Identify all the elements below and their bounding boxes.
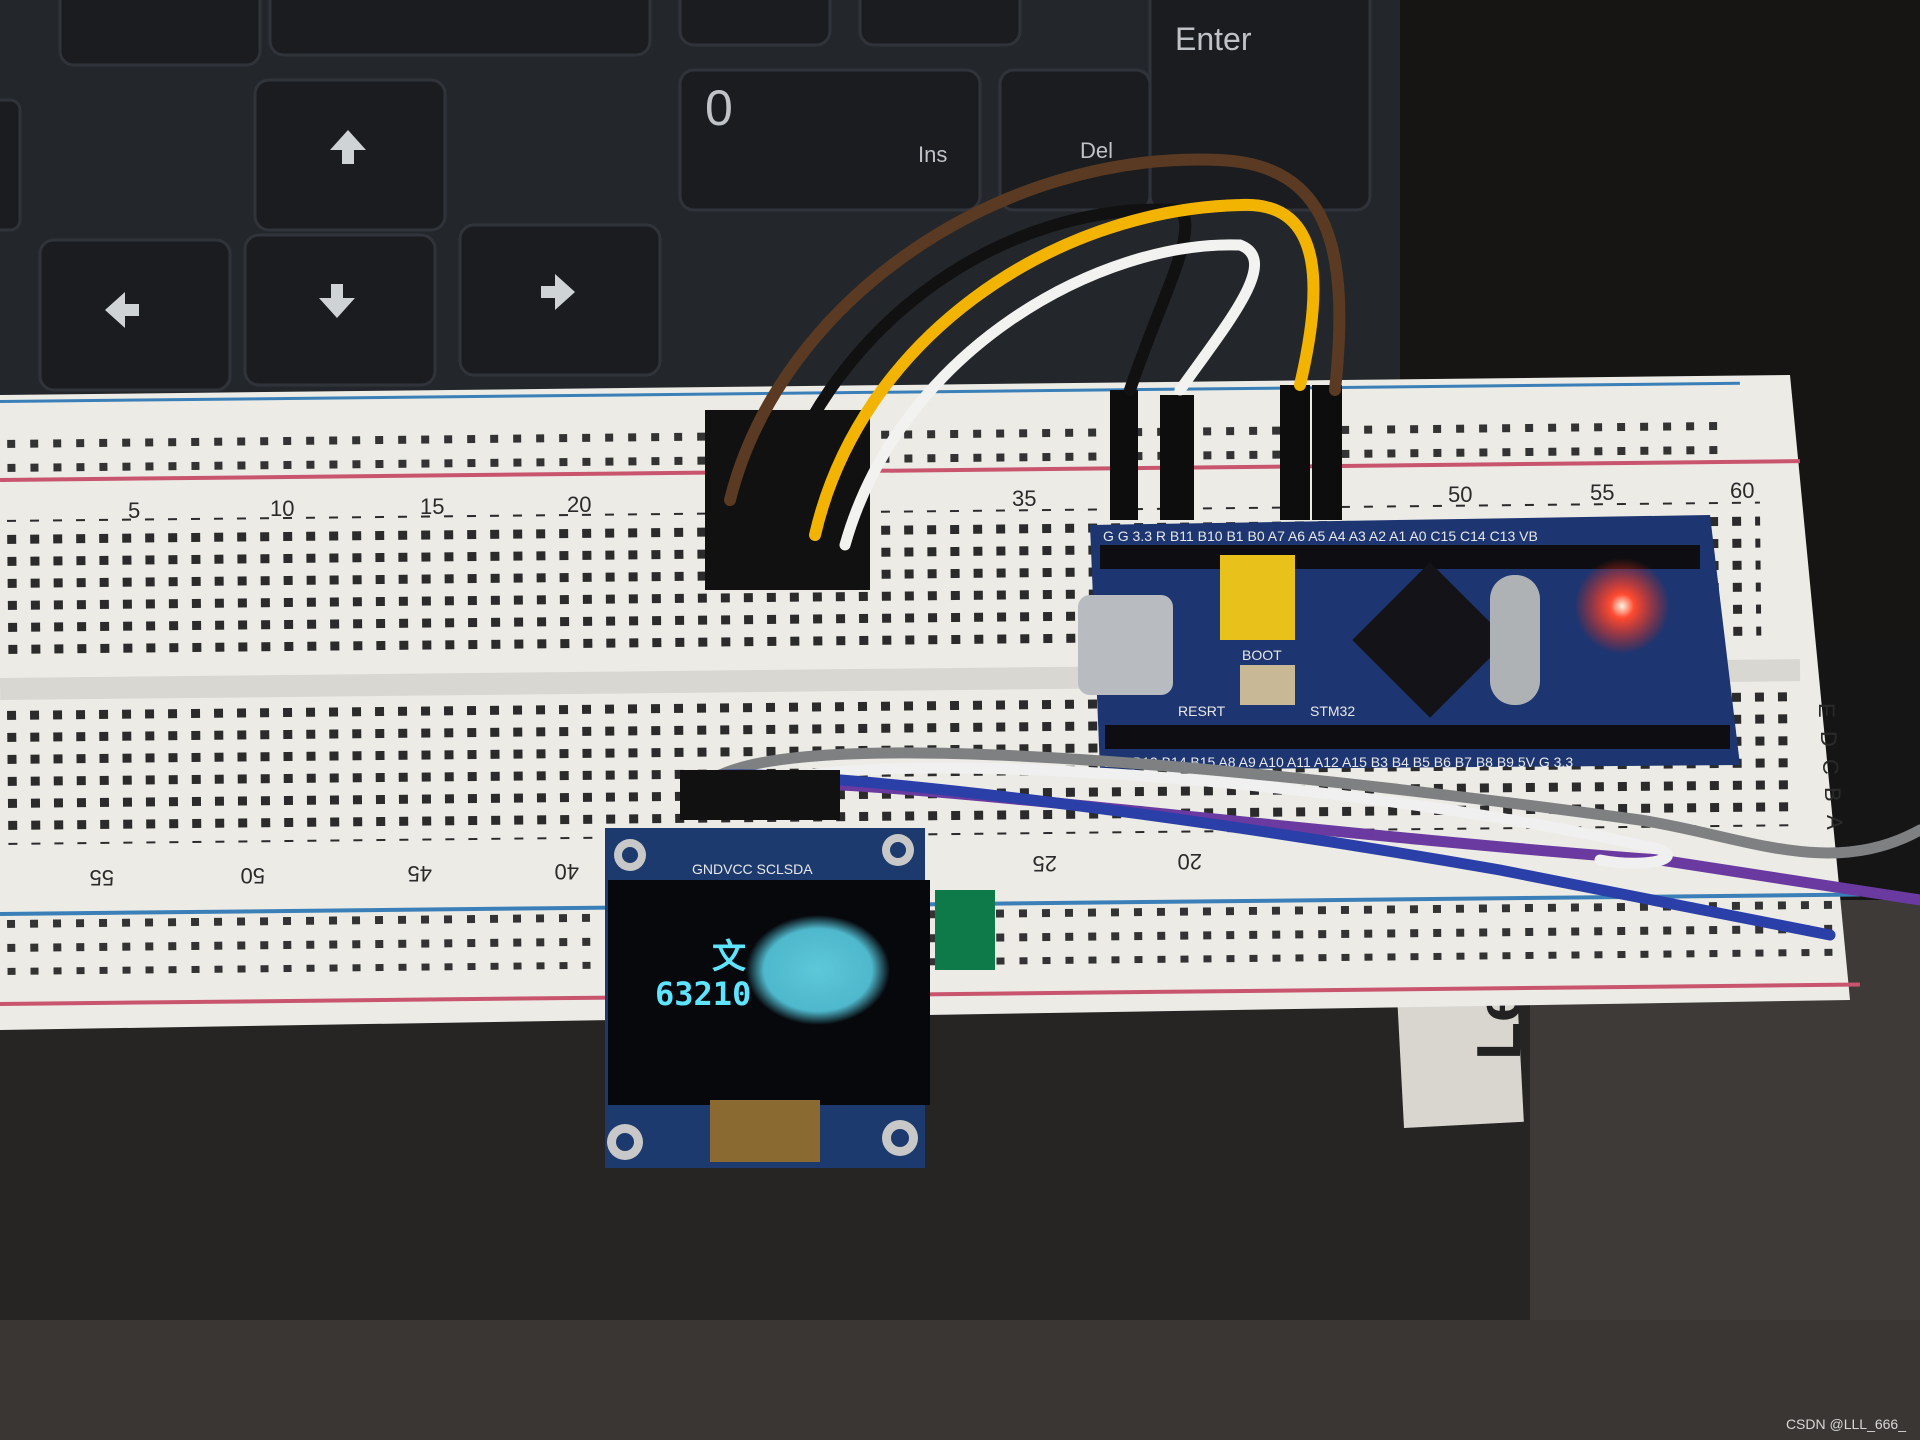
oled-line-1: 文 xyxy=(712,937,746,977)
oled-header-connector xyxy=(680,770,840,820)
svg-text:20: 20 xyxy=(1178,849,1202,874)
header-pins xyxy=(1110,385,1342,520)
oled-pin-labels: GNDVCC SCLSDA xyxy=(692,861,813,877)
svg-text:55: 55 xyxy=(90,865,114,890)
watermark: CSDN @LLL_666_ xyxy=(1785,1416,1906,1432)
svg-text:20: 20 xyxy=(567,492,591,517)
svg-text:35: 35 xyxy=(1012,486,1036,511)
power-led xyxy=(1574,558,1670,654)
arrow-right-icon xyxy=(541,274,575,310)
oled-module: GNDVCC SCLSDA 文 63210 xyxy=(605,828,930,1168)
svg-text:45: 45 xyxy=(408,861,432,886)
reset-button xyxy=(1240,665,1295,705)
arrow-left-icon xyxy=(105,292,139,328)
reset-label: RESRT xyxy=(1178,703,1226,719)
svg-text:55: 55 xyxy=(1590,480,1614,505)
sticker xyxy=(1396,981,1524,1129)
svg-text:D: D xyxy=(1816,731,1841,747)
svg-text:50: 50 xyxy=(241,863,265,888)
usb-c-port xyxy=(1078,595,1173,695)
svg-text:C: C xyxy=(1818,759,1843,775)
svg-text:60: 60 xyxy=(1730,478,1754,503)
svg-text:10: 10 xyxy=(270,496,294,521)
privacy-blur xyxy=(746,915,890,1025)
top-jumper-wires xyxy=(724,153,1346,551)
stm32-board: G G 3.3 R B11 B10 B1 B0 A7 A6 A5 A4 A3 A… xyxy=(1078,515,1740,770)
key-0-label: 0 xyxy=(705,80,733,136)
svg-text:25: 25 xyxy=(1033,851,1057,876)
keyboard-keys xyxy=(0,0,1372,392)
svg-text:15: 15 xyxy=(420,494,444,519)
arrow-up-icon xyxy=(330,130,366,164)
svg-text:B: B xyxy=(1820,787,1845,802)
arrow-down-icon xyxy=(319,284,355,318)
mcu-chip xyxy=(1352,562,1508,718)
boot-label: BOOT xyxy=(1242,647,1282,663)
crystal xyxy=(1490,575,1540,705)
svg-text:E: E xyxy=(1814,703,1839,718)
key-ins-label: Ins xyxy=(918,142,947,167)
svg-text:40: 40 xyxy=(555,859,579,884)
chip-label: STM32 xyxy=(1310,703,1355,719)
row-letters: E D C B A xyxy=(1814,703,1847,830)
boot-jumper xyxy=(1220,555,1295,640)
svg-text:A: A xyxy=(1822,815,1847,830)
svg-text:5: 5 xyxy=(128,498,140,523)
breadboard-bottom-numbers: 55 50 45 40 25 20 xyxy=(90,849,1202,890)
key-del-label: Del xyxy=(1080,138,1113,163)
oled-line-2: 63210 xyxy=(655,975,751,1013)
key-enter-label: Enter xyxy=(1175,21,1252,57)
breadboard-top-numbers: 5 10 15 20 35 50 55 60 xyxy=(128,478,1754,523)
green-component xyxy=(935,890,995,970)
svg-text:50: 50 xyxy=(1448,482,1472,507)
top-pin-labels: G G 3.3 R B11 B10 B1 B0 A7 A6 A5 A4 A3 A… xyxy=(1103,528,1538,544)
